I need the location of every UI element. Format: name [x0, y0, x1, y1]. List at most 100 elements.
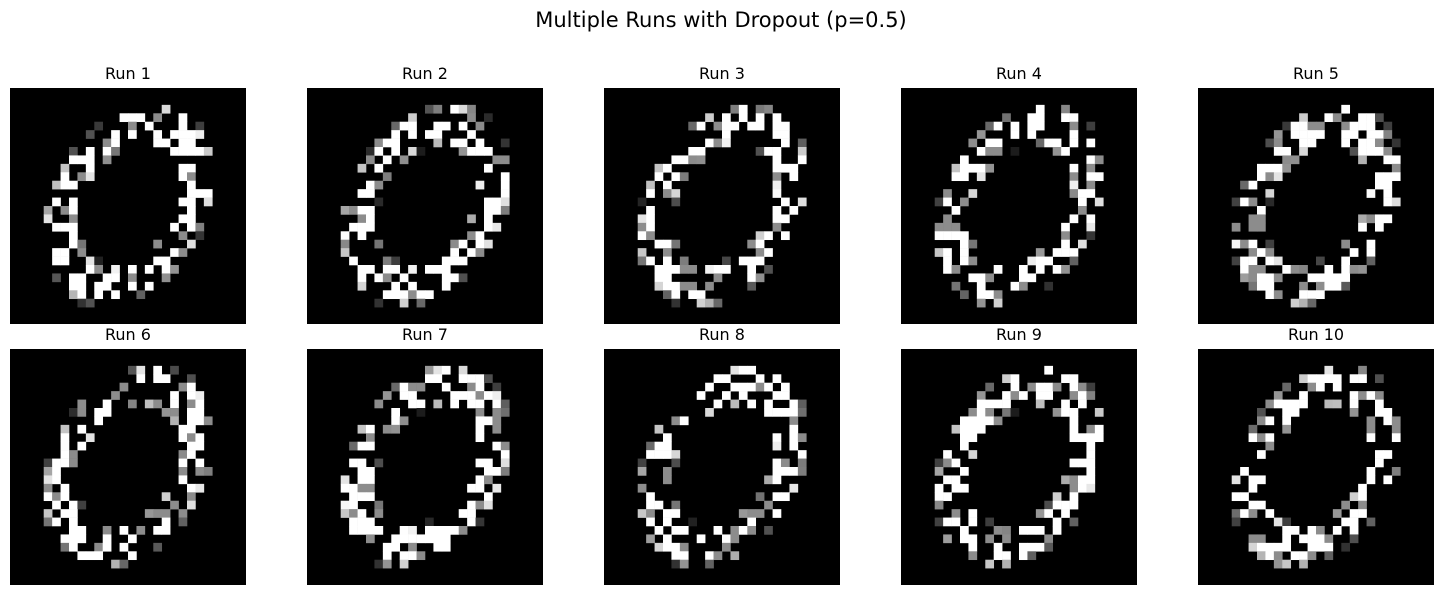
pixel — [1069, 458, 1079, 468]
pixel — [747, 365, 757, 375]
pixel — [1035, 256, 1045, 266]
pixel — [1086, 138, 1096, 148]
pixel — [1324, 399, 1334, 409]
pixel — [43, 206, 53, 215]
pixel — [1086, 391, 1096, 400]
pixel — [170, 130, 179, 139]
pixel — [976, 408, 986, 417]
pixel — [366, 526, 375, 535]
pixel — [111, 147, 120, 156]
pixel — [458, 365, 468, 375]
pixel — [646, 450, 655, 459]
pixel — [713, 273, 723, 283]
pixel — [688, 155, 698, 165]
pixel — [943, 214, 952, 224]
pixel — [187, 500, 196, 510]
pixel — [1069, 248, 1079, 257]
pixel — [738, 104, 748, 114]
pixel — [1086, 441, 1096, 451]
pixel — [187, 382, 196, 392]
pixel — [366, 180, 375, 190]
pixel — [663, 450, 672, 459]
pixel — [1375, 408, 1384, 417]
pixel — [357, 273, 367, 283]
pixel — [1375, 214, 1384, 224]
pixel — [1358, 483, 1367, 493]
pixel — [993, 551, 1003, 561]
pixel — [671, 290, 681, 300]
pixel — [458, 526, 468, 535]
pixel — [374, 138, 384, 148]
pixel — [170, 408, 179, 417]
pixel — [934, 222, 944, 232]
pixel — [1273, 399, 1283, 409]
pixel — [500, 189, 510, 198]
pixel — [1010, 382, 1020, 392]
pixel — [144, 509, 154, 518]
pixel — [111, 138, 120, 148]
pixel — [976, 172, 986, 182]
pixel — [374, 147, 384, 156]
pixel — [85, 256, 95, 266]
pixel — [1231, 256, 1241, 266]
pixel — [357, 492, 367, 502]
pixel — [357, 206, 367, 215]
pixel — [467, 104, 476, 114]
pixel — [1240, 256, 1249, 266]
pixel — [69, 231, 78, 241]
pixel — [1299, 298, 1308, 308]
pixel — [934, 231, 944, 241]
pixel — [1027, 551, 1037, 561]
pixel — [772, 492, 782, 502]
pixel — [1002, 408, 1011, 417]
pixel — [637, 509, 647, 518]
pixel — [153, 399, 163, 409]
pixel — [60, 534, 70, 544]
pixel — [382, 256, 392, 266]
pixel — [781, 197, 790, 207]
pixel — [340, 231, 350, 241]
pixel — [1044, 534, 1054, 544]
pixel — [1273, 256, 1283, 266]
pixel — [458, 391, 468, 400]
pixel — [1324, 265, 1334, 274]
pixel — [951, 458, 961, 468]
pixel — [475, 248, 485, 257]
pixel — [450, 104, 460, 114]
pixel — [178, 509, 188, 518]
pixel — [69, 155, 78, 165]
pixel — [1257, 534, 1266, 544]
pixel — [144, 399, 154, 409]
pixel — [1307, 298, 1317, 308]
pixel — [1366, 475, 1376, 485]
pixel — [722, 374, 731, 384]
pixel — [968, 138, 978, 148]
pixel — [441, 382, 451, 392]
pixel — [976, 399, 986, 409]
pixel — [985, 163, 995, 173]
pixel — [161, 408, 171, 417]
figure-title: Multiple Runs with Dropout (p=0.5) — [535, 8, 907, 32]
pixel — [747, 509, 757, 518]
pixel — [52, 222, 61, 232]
pixel — [1086, 467, 1096, 476]
pixel — [1358, 138, 1367, 148]
pixel — [366, 517, 375, 527]
pixel — [349, 441, 358, 451]
pixel — [433, 265, 443, 274]
pixel — [366, 214, 375, 224]
pixel — [722, 265, 731, 274]
pixel — [492, 197, 502, 207]
pixel — [441, 273, 451, 283]
pixel — [1061, 104, 1070, 114]
pixel — [170, 248, 179, 257]
pixel — [747, 526, 757, 535]
pixel — [1316, 273, 1325, 283]
pixel — [722, 121, 731, 131]
pixel — [1375, 391, 1384, 400]
pixel — [1366, 130, 1376, 139]
pixel — [1052, 517, 1062, 527]
pixel — [136, 526, 146, 535]
digit-image-2 — [340, 104, 510, 308]
pixel — [1358, 147, 1367, 156]
